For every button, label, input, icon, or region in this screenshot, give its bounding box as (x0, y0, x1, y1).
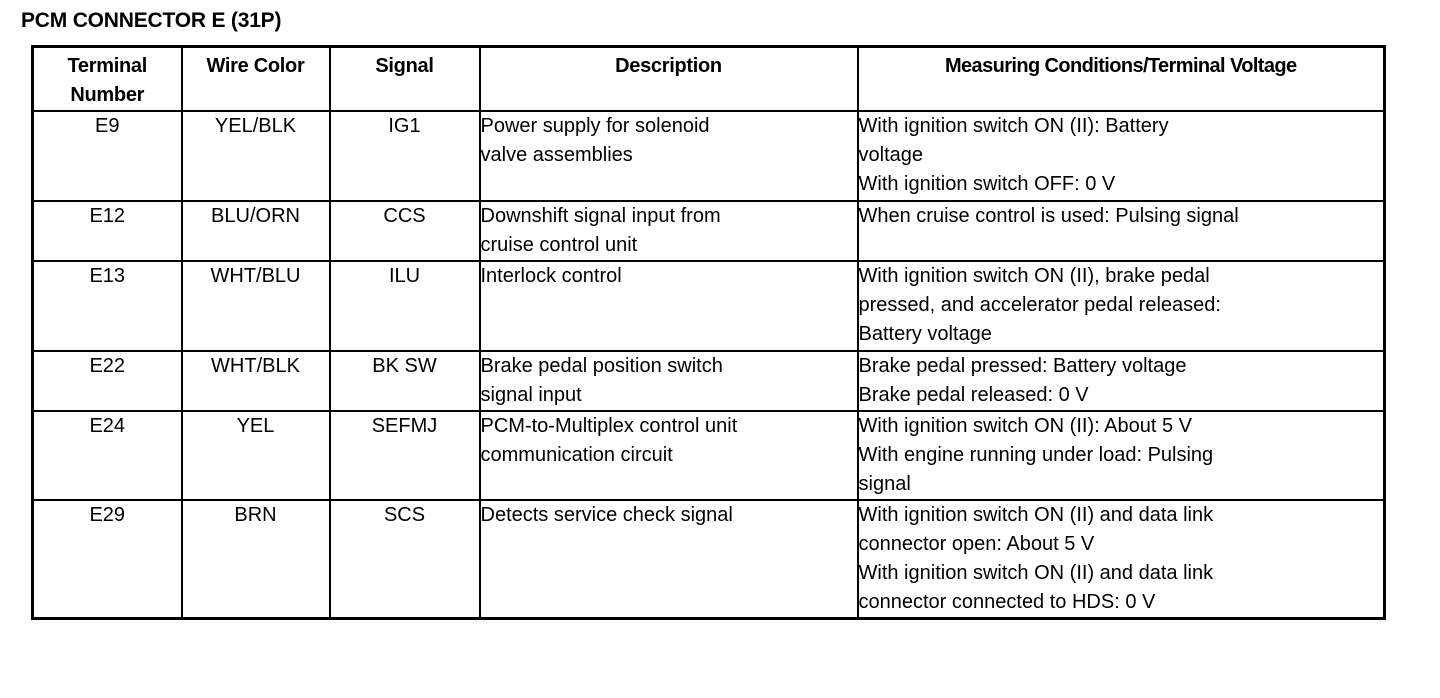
table-header: Terminal Number Wire Color Signal Descri… (31, 45, 1386, 112)
table-row: E24 YEL SEFMJ PCM-to-Multiplex control u… (31, 410, 1386, 501)
cell-measuring-conditions: When cruise control is used: Pulsing sig… (856, 200, 1386, 262)
table-row: E9 YEL/BLK IG1 Power supply for solenoid… (31, 110, 1386, 202)
description-line: PCM-to-Multiplex control unit (480, 415, 738, 437)
measuring-line: With ignition switch ON (II), brake peda… (858, 265, 1210, 287)
cell-terminal-number: E9 (31, 110, 183, 202)
pcm-connector-e-table: Terminal Number Wire Color Signal Descri… (31, 45, 1386, 620)
column-header-terminal-number: Terminal Number (31, 45, 183, 112)
description-line: communication circuit (480, 444, 673, 466)
description-line: valve assemblies (480, 144, 633, 166)
table-row: E29 BRN SCS Detects service check signal… (31, 499, 1386, 620)
column-header-wire-color-label: Wire Color (206, 55, 305, 77)
measuring-line: pressed, and accelerator pedal released: (858, 294, 1221, 316)
measuring-line: With ignition switch ON (II) and data li… (858, 504, 1214, 526)
description-line: Brake pedal position switch (480, 355, 723, 377)
cell-measuring-conditions: With ignition switch ON (II): About 5 V … (856, 410, 1386, 501)
column-header-description: Description (478, 45, 859, 112)
table-row: E12 BLU/ORN CCS Downshift signal input f… (31, 200, 1386, 262)
table-header-row: Terminal Number Wire Color Signal Descri… (31, 45, 1386, 112)
cell-signal: BK SW (328, 350, 481, 412)
cell-wire-color: YEL/BLK (180, 110, 331, 202)
column-header-measuring-conditions: Measuring Conditions/Terminal Voltage (856, 45, 1386, 112)
table-row: E22 WHT/BLK BK SW Brake pedal position s… (31, 350, 1386, 412)
measuring-line: With ignition switch ON (II): About 5 V (858, 415, 1192, 437)
measuring-line: With ignition switch ON (II): Battery (858, 115, 1169, 137)
column-header-description-label: Description (615, 55, 722, 77)
cell-description: Brake pedal position switch signal input (478, 350, 859, 412)
cell-signal: SCS (328, 499, 481, 620)
cell-description: Downshift signal input from cruise contr… (478, 200, 859, 262)
column-header-signal: Signal (328, 45, 481, 112)
table-body: E9 YEL/BLK IG1 Power supply for solenoid… (31, 110, 1386, 620)
cell-wire-color: WHT/BLU (180, 260, 331, 352)
cell-wire-color: WHT/BLK (180, 350, 331, 412)
cell-terminal-number: E24 (31, 410, 183, 501)
cell-measuring-conditions: With ignition switch ON (II), brake peda… (856, 260, 1386, 352)
column-header-measuring-conditions-label: Measuring Conditions/Terminal Voltage (944, 55, 1297, 77)
measuring-line: With engine running under load: Pulsing (858, 444, 1214, 466)
description-line: cruise control unit (480, 234, 638, 256)
column-header-terminal-number-line1: Terminal (67, 55, 148, 77)
cell-terminal-number: E13 (31, 260, 183, 352)
description-line: signal input (480, 384, 582, 406)
cell-description: Interlock control (478, 260, 859, 352)
description-line: Interlock control (480, 265, 622, 287)
cell-wire-color: BLU/ORN (180, 200, 331, 262)
page-title: PCM CONNECTOR E (31P) (21, 9, 282, 32)
cell-measuring-conditions: Brake pedal pressed: Battery voltage Bra… (856, 350, 1386, 412)
column-header-signal-label: Signal (375, 55, 434, 77)
cell-signal: IG1 (328, 110, 481, 202)
cell-signal: CCS (328, 200, 481, 262)
cell-description: Detects service check signal (478, 499, 859, 620)
measuring-line: Battery voltage (858, 323, 992, 345)
column-header-wire-color: Wire Color (180, 45, 331, 112)
measuring-line: connector open: About 5 V (858, 533, 1095, 555)
column-header-terminal-number-line2: Number (70, 84, 145, 106)
cell-terminal-number: E22 (31, 350, 183, 412)
cell-description: Power supply for solenoid valve assembli… (478, 110, 859, 202)
cell-wire-color: YEL (180, 410, 331, 501)
table-row: E13 WHT/BLU ILU Interlock control With i… (31, 260, 1386, 352)
cell-description: PCM-to-Multiplex control unit communicat… (478, 410, 859, 501)
cell-measuring-conditions: With ignition switch ON (II) and data li… (856, 499, 1386, 620)
measuring-line: connector connected to HDS: 0 V (858, 591, 1156, 613)
cell-terminal-number: E12 (31, 200, 183, 262)
description-line: Downshift signal input from (480, 205, 721, 227)
description-line: Power supply for solenoid (480, 115, 710, 137)
cell-terminal-number: E29 (31, 499, 183, 620)
cell-signal: ILU (328, 260, 481, 352)
description-line: Detects service check signal (480, 504, 733, 526)
pinout-table-container: Terminal Number Wire Color Signal Descri… (31, 45, 1386, 620)
measuring-line: signal (858, 473, 911, 495)
measuring-line: With ignition switch OFF: 0 V (858, 173, 1116, 195)
measuring-line: Brake pedal pressed: Battery voltage (858, 355, 1187, 377)
measuring-line: With ignition switch ON (II) and data li… (858, 562, 1214, 584)
cell-signal: SEFMJ (328, 410, 481, 501)
cell-measuring-conditions: With ignition switch ON (II): Battery vo… (856, 110, 1386, 202)
measuring-line: When cruise control is used: Pulsing sig… (858, 205, 1239, 227)
measuring-line: Brake pedal released: 0 V (858, 384, 1089, 406)
measuring-line: voltage (858, 144, 924, 166)
cell-wire-color: BRN (180, 499, 331, 620)
